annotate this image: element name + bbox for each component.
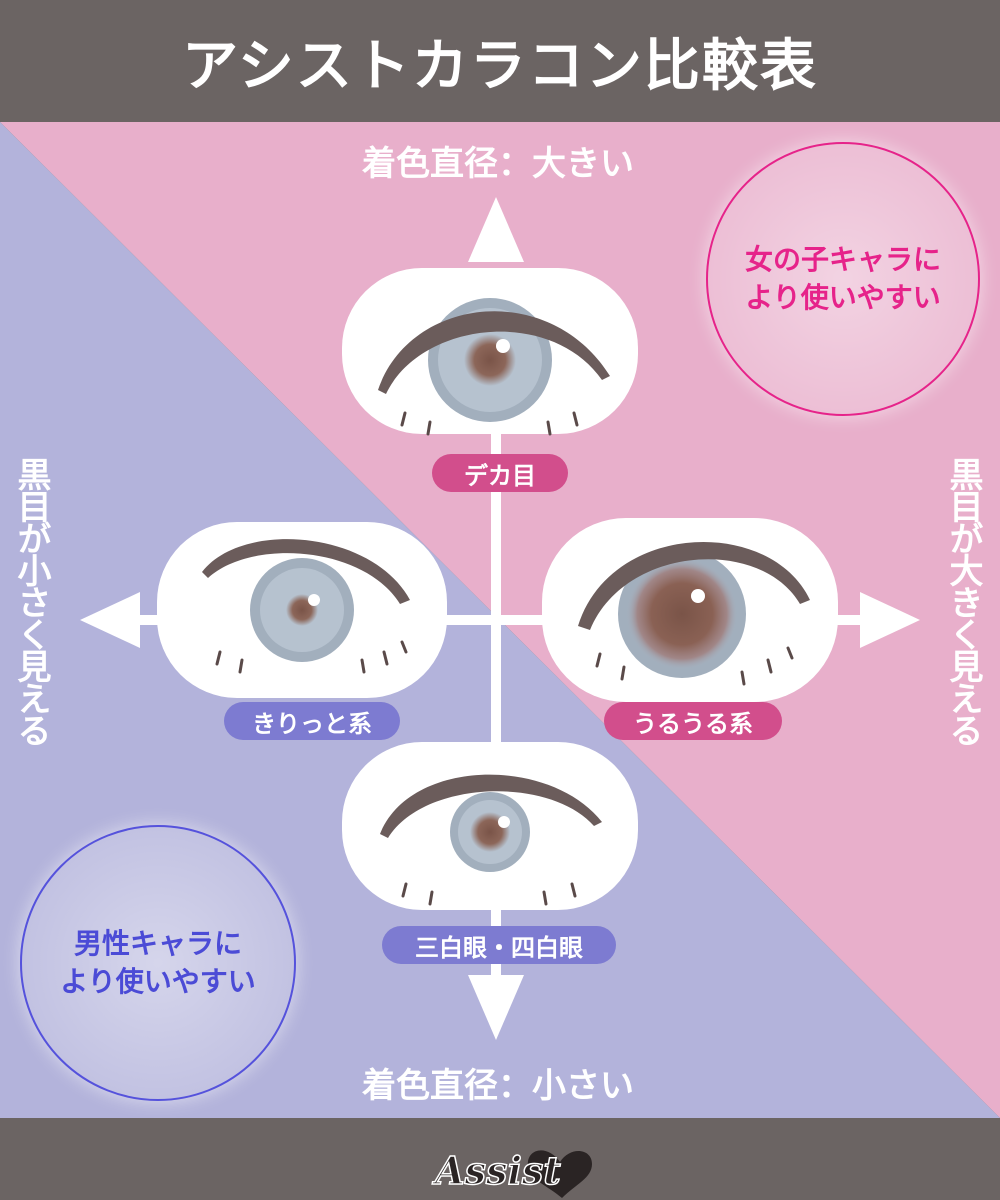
arrow-up-icon: [468, 197, 524, 262]
logo-text: Assist: [432, 1148, 561, 1193]
arrow-down-icon: [468, 975, 524, 1040]
eye-illustration-right: [542, 518, 838, 702]
eye-illustration-top: [342, 268, 638, 436]
axis-label-right: 黒目が大きく見える: [943, 457, 983, 745]
heart-icon: [527, 1150, 592, 1198]
arrow-left-icon: [80, 592, 140, 648]
page-title: アシストカラコン比較表: [182, 33, 818, 99]
note-male: 男性キャラに より使いやすい: [20, 825, 296, 1101]
quadrant-panel: 着色直径：大きい 着色直径：小さい 黒目が小さく見える 黒目が大きく見える デカ…: [0, 122, 1000, 1118]
arrow-right-icon: [860, 592, 920, 648]
note-female-text: 女の子キャラに より使いやすい: [744, 243, 941, 314]
eye-tag-right: うるうる系: [604, 702, 782, 740]
eye-tag-bottom: 三白眼・四白眼: [382, 926, 616, 964]
axis-label-bottom: 着色直径：小さい: [362, 1066, 634, 1106]
assist-logo: Assist: [431, 1147, 592, 1198]
eye-illustration-bottom: [342, 742, 638, 910]
eye-tag-left: きりっと系: [224, 702, 400, 740]
note-female: 女の子キャラに より使いやすい: [706, 142, 980, 416]
eye-tag-top: デカ目: [432, 454, 568, 492]
axis-label-top: 着色直径：大きい: [362, 144, 634, 184]
eye-illustration-left: [157, 522, 447, 698]
footer: Assist: [0, 1118, 1000, 1200]
axis-label-left: 黒目が小さく見える: [11, 457, 51, 745]
note-male-text: 男性キャラに より使いやすい: [60, 927, 256, 998]
